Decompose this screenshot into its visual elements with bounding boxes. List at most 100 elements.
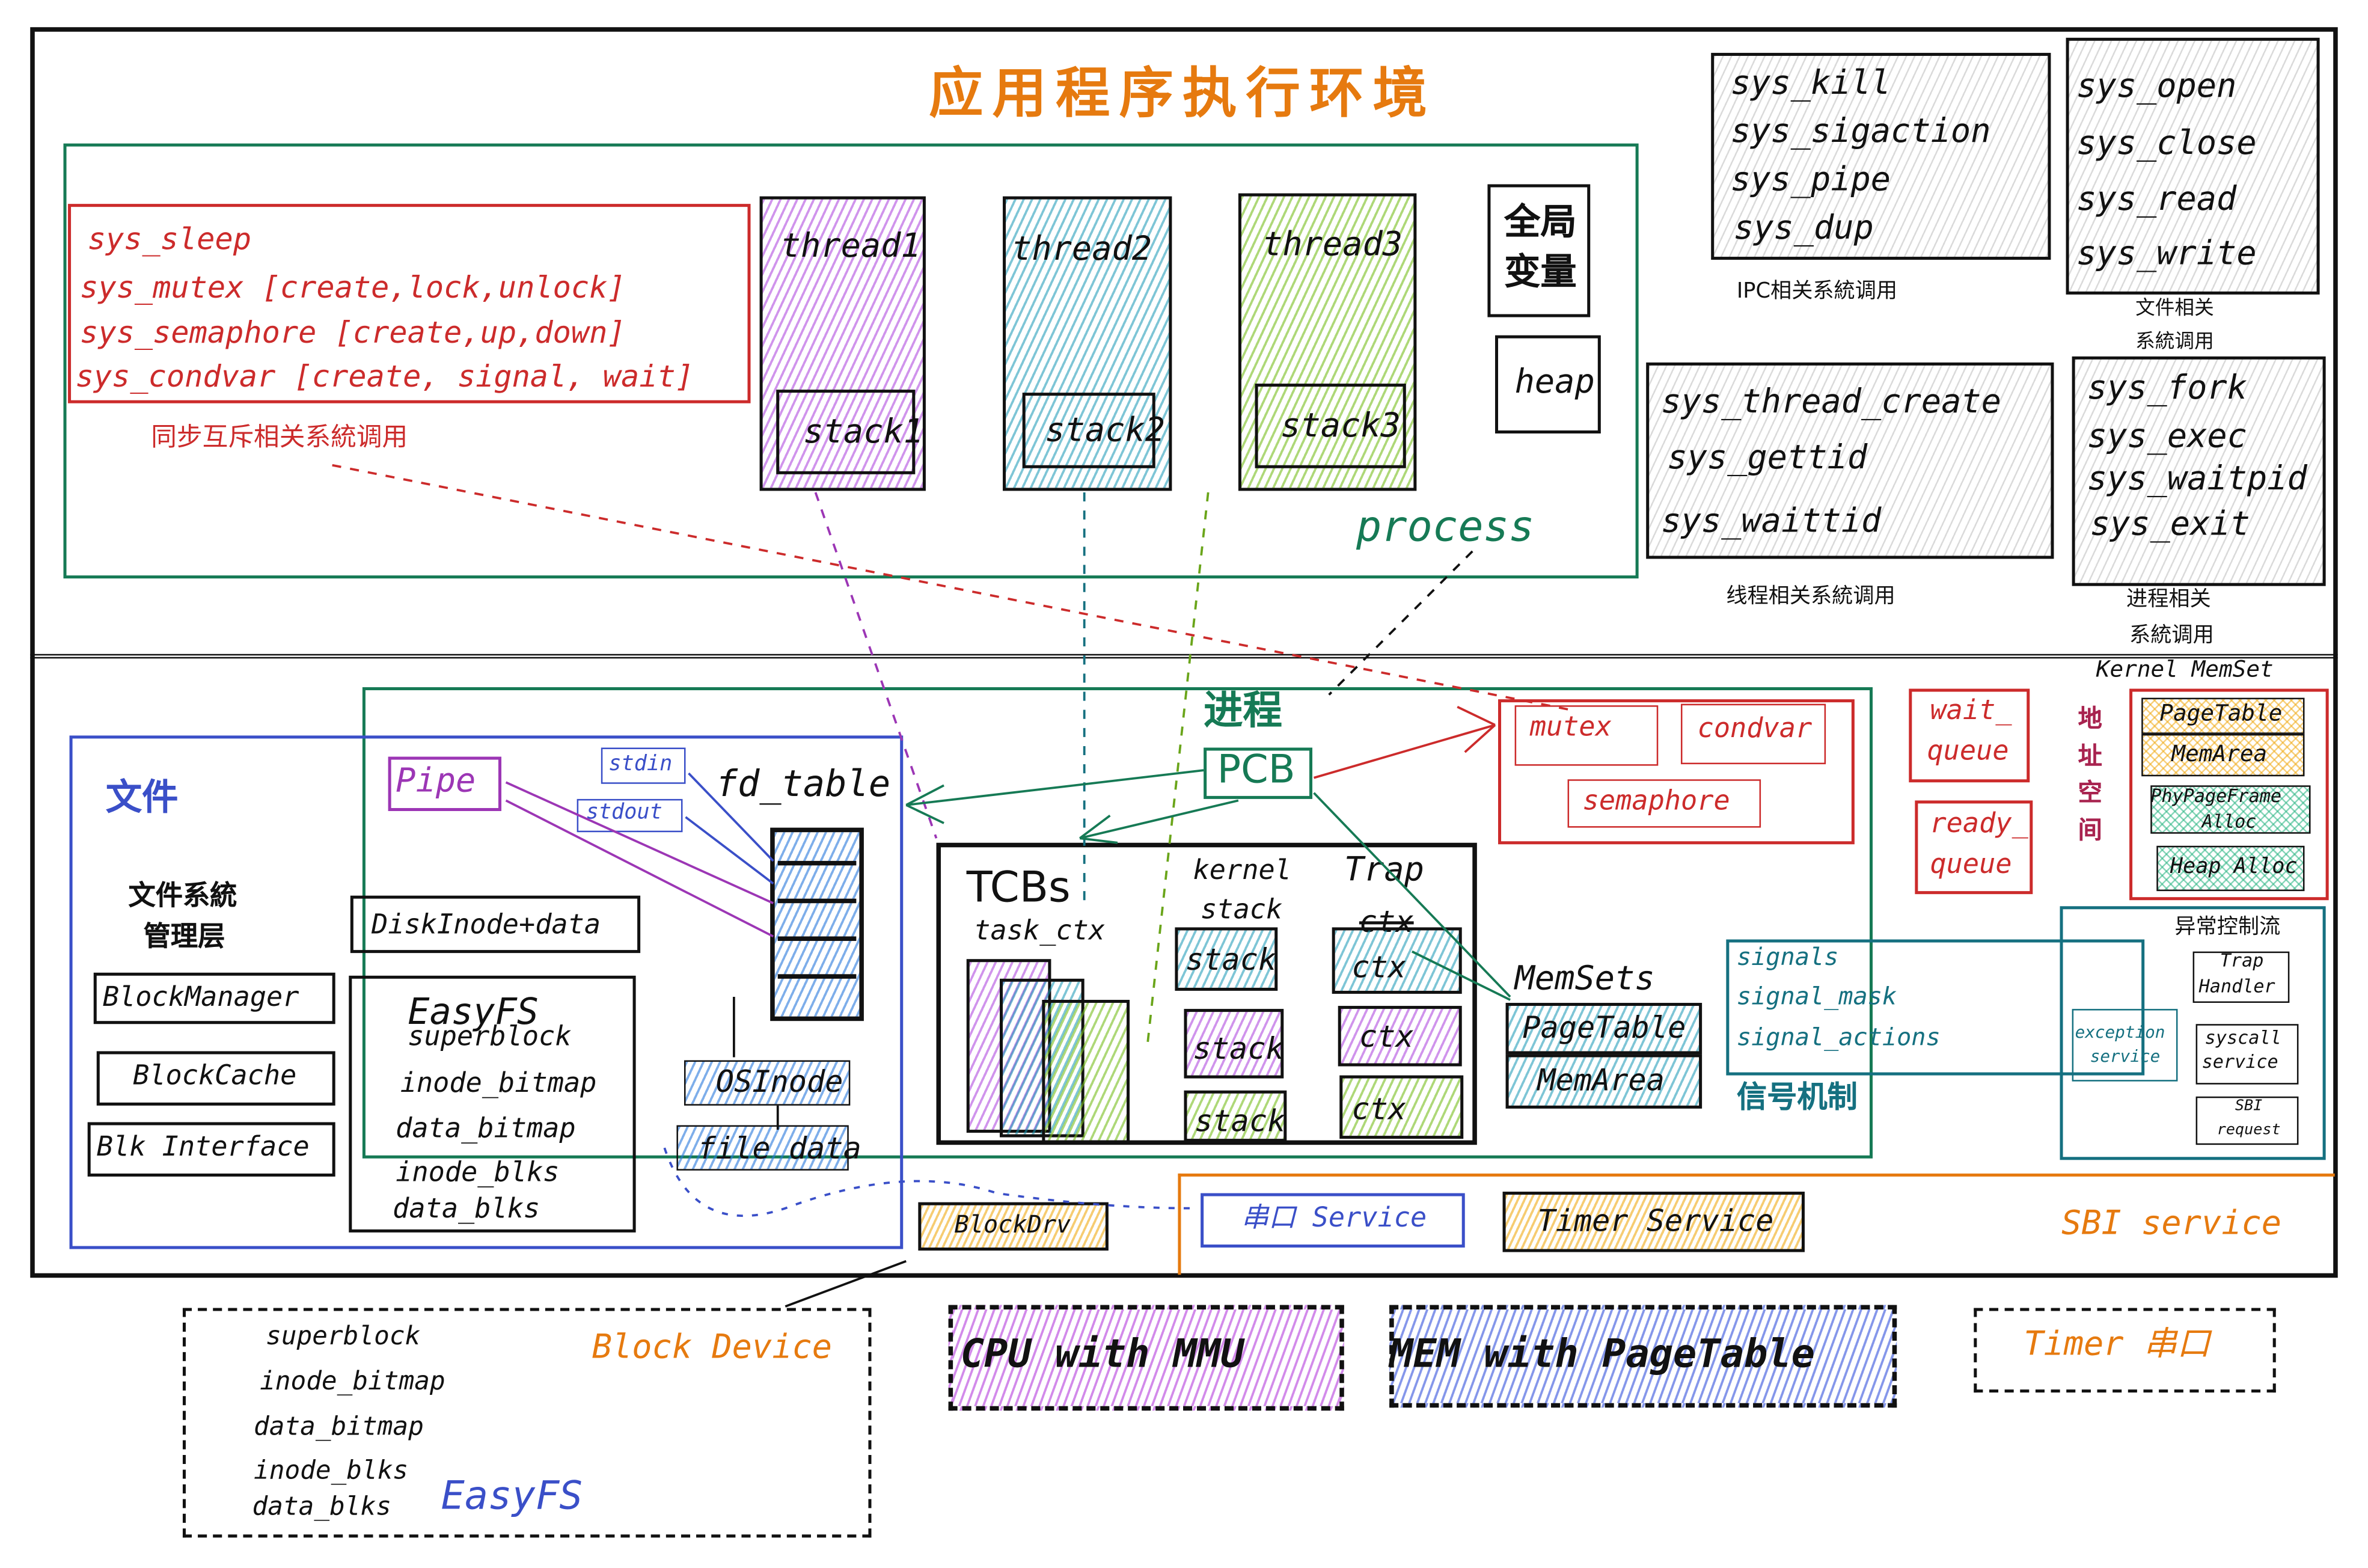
- blk-interface-box: [87, 1122, 335, 1177]
- pcb-label: PCB: [1217, 747, 1296, 793]
- sync-syscall-item: sys_semaphore [create,up,down]: [80, 314, 626, 351]
- process-syscall-item: sys_exec: [2087, 418, 2247, 456]
- condvar-box: [1680, 703, 1826, 765]
- kernel-memarea: [2141, 733, 2305, 777]
- heap-alloc: [2156, 845, 2305, 892]
- osinode-box: [684, 1060, 851, 1106]
- timer-uart-label: Timer 串口: [2024, 1326, 2210, 1364]
- fd-entry: [777, 936, 857, 942]
- process-syscall-item: sys_fork: [2087, 370, 2247, 408]
- thread3-box: [1238, 193, 1417, 491]
- phy-page-frame-alloc: [2150, 785, 2311, 834]
- condvar-label: condvar: [1697, 712, 1813, 745]
- ready-queue-label-2: queue: [1930, 848, 2012, 881]
- timer-uart-box: [1974, 1308, 2276, 1393]
- outer-frame: [30, 27, 2338, 1278]
- easyfs-item: inode_bitmap: [400, 1068, 597, 1100]
- block-drv-label: BlockDrv: [954, 1210, 1071, 1239]
- block-device-fs-label: EasyFS: [441, 1474, 583, 1520]
- app-env-title: 应用程序执行环境: [928, 63, 1437, 126]
- stack3-label: stack3: [1280, 408, 1401, 446]
- process-syscalls-caption-1: 进程相关: [2126, 587, 2211, 612]
- user-kernel-divider: [30, 654, 2338, 659]
- kernel-memarea-label: MemArea: [2171, 740, 2268, 768]
- sbi-service-title: SBI service: [2061, 1205, 2282, 1243]
- file-syscall-item: sys_read: [2076, 181, 2237, 219]
- trap-ctx-cell-label: ctx: [1359, 1018, 1414, 1055]
- trap-ctx-cell: [1338, 1006, 1462, 1067]
- block-device-title: Block Device: [592, 1329, 833, 1367]
- mutex-box: [1514, 705, 1659, 766]
- block-device-item: superblock: [266, 1321, 421, 1352]
- sync-syscall-item: sys_mutex [create,lock,unlock]: [80, 269, 626, 305]
- file-data-label: file data: [697, 1130, 861, 1166]
- exception-flow-frame: [2060, 906, 2326, 1160]
- block-cache-box: [96, 1051, 335, 1106]
- fd-entry: [777, 860, 857, 866]
- task-ctx-label: task_ctx: [974, 915, 1106, 948]
- exception-flow-title: 异常控制流: [2174, 915, 2281, 940]
- easyfs-box: [349, 975, 636, 1233]
- file-frame: [69, 735, 904, 1249]
- block-manager-box: [93, 972, 335, 1024]
- memset-pagetable-label: PageTable: [1522, 1009, 1686, 1046]
- timer-service-box[interactable]: [1502, 1192, 1805, 1252]
- exception-service-box: [2072, 1009, 2178, 1082]
- ipc-syscall-item: sys_pipe: [1730, 161, 1891, 200]
- fd-entry: [777, 898, 857, 904]
- osinode-label: OSInode: [715, 1063, 843, 1100]
- ipc-syscall-item: sys_kill: [1730, 65, 1891, 103]
- address-space-char: 间: [2078, 815, 2102, 845]
- fd-table-label: fd_table: [715, 762, 891, 805]
- global-vars-label-2: 变量: [1504, 251, 1577, 293]
- fs-layer-label-1: 文件系統: [128, 880, 237, 913]
- process-syscalls-box: [2072, 356, 2326, 586]
- sbi-request-box: [2195, 1096, 2299, 1145]
- stack2-label: stack2: [1045, 412, 1166, 450]
- trap-ctx-cell: [1339, 1075, 1464, 1139]
- kernel-stack-label-2: stack: [1201, 894, 1283, 926]
- blk-interface-label: Blk Interface: [96, 1131, 310, 1163]
- fd-table: [770, 827, 864, 1021]
- sync-syscalls-box: [68, 204, 751, 403]
- thread-syscall-item: sys_gettid: [1667, 439, 1868, 477]
- block-device-frame: [182, 1308, 872, 1538]
- signals-item: signals: [1736, 942, 1839, 972]
- fd-entry: [777, 974, 857, 979]
- thread-syscall-item: sys_thread_create: [1661, 384, 2001, 421]
- heap-label: heap: [1514, 364, 1595, 402]
- uart-service-label: 串口 Service: [1241, 1202, 1427, 1234]
- mem-box: [1389, 1305, 1897, 1408]
- signals-box: [1726, 939, 2145, 1076]
- kernel-pagetable: [2141, 697, 2305, 734]
- stdout-label[interactable]: stdout: [586, 800, 662, 825]
- tcbs-label: TCBs: [966, 862, 1071, 913]
- process-kernel-title: 进程: [1204, 688, 1282, 734]
- block-device-item: data_blks: [252, 1492, 391, 1523]
- kernel-memset-frame: [2129, 688, 2329, 901]
- thread3-label: thread3: [1262, 226, 1403, 265]
- process-label: process: [1356, 501, 1535, 551]
- kernel-stack-label-1: kernel: [1193, 854, 1291, 887]
- thread1-box: [759, 196, 926, 491]
- sync-syscalls-caption: 同步互斥相关系統调用: [151, 423, 408, 453]
- fs-layer-label-2: 管理层: [143, 921, 225, 954]
- pipe-box: [388, 756, 502, 811]
- pipe-label[interactable]: Pipe: [396, 762, 476, 801]
- wait-queue-label-1: wait_: [1930, 694, 2012, 727]
- phy-page-frame-label-1: PhyPageFrame: [2150, 785, 2282, 807]
- block-device-item: inode_bitmap: [260, 1367, 445, 1397]
- trap-handler-label-1: Trap: [2220, 950, 2264, 972]
- uart-service-box[interactable]: [1201, 1193, 1465, 1248]
- file-syscalls-box: [2066, 37, 2320, 295]
- process-syscalls-caption-2: 系統调用: [2129, 623, 2214, 648]
- memset-memarea-label: MemArea: [1537, 1062, 1665, 1098]
- file-syscall-item: sys_close: [2076, 125, 2257, 164]
- sync-objects-frame: [1498, 699, 1855, 845]
- global-vars-box: [1487, 184, 1591, 317]
- syscall-service-label-1: syscall: [2204, 1027, 2281, 1049]
- stdin-label[interactable]: stdin: [608, 752, 673, 777]
- thread-syscalls-box: [1646, 362, 2054, 559]
- timer-service-label: Timer Service: [1537, 1202, 1774, 1239]
